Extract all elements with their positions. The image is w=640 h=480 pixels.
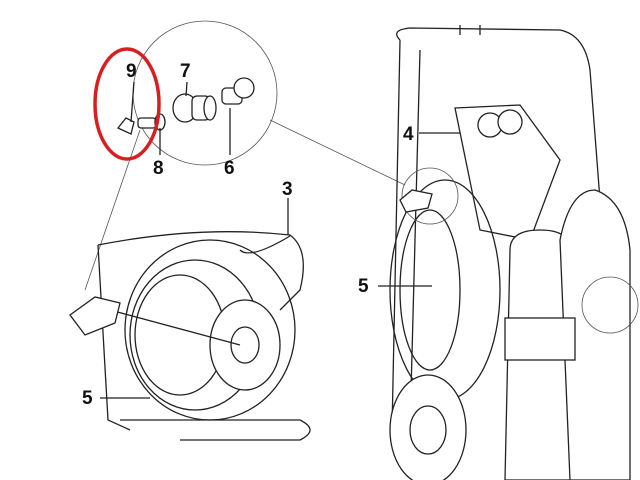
label-part-9: 9: [126, 61, 137, 82]
detail-magnifier-circle: [132, 20, 278, 166]
label-part-4: 4: [403, 124, 414, 145]
detail-leader: [269, 119, 406, 186]
label-part-3: 3: [282, 179, 293, 200]
highlight-ellipse: [93, 47, 161, 161]
breathing-air-cart: [389, 25, 639, 480]
label-part-6: 6: [224, 158, 235, 179]
detail-leader: [84, 129, 141, 291]
coupling-parts-detail: [116, 77, 255, 135]
label-part-5-trolley: 5: [82, 388, 93, 409]
label-part-8: 8: [153, 158, 164, 179]
label-part-7: 7: [180, 61, 191, 82]
hose-reel-trolley: [69, 231, 311, 441]
label-part-5-cart-reel: 5: [358, 276, 369, 297]
